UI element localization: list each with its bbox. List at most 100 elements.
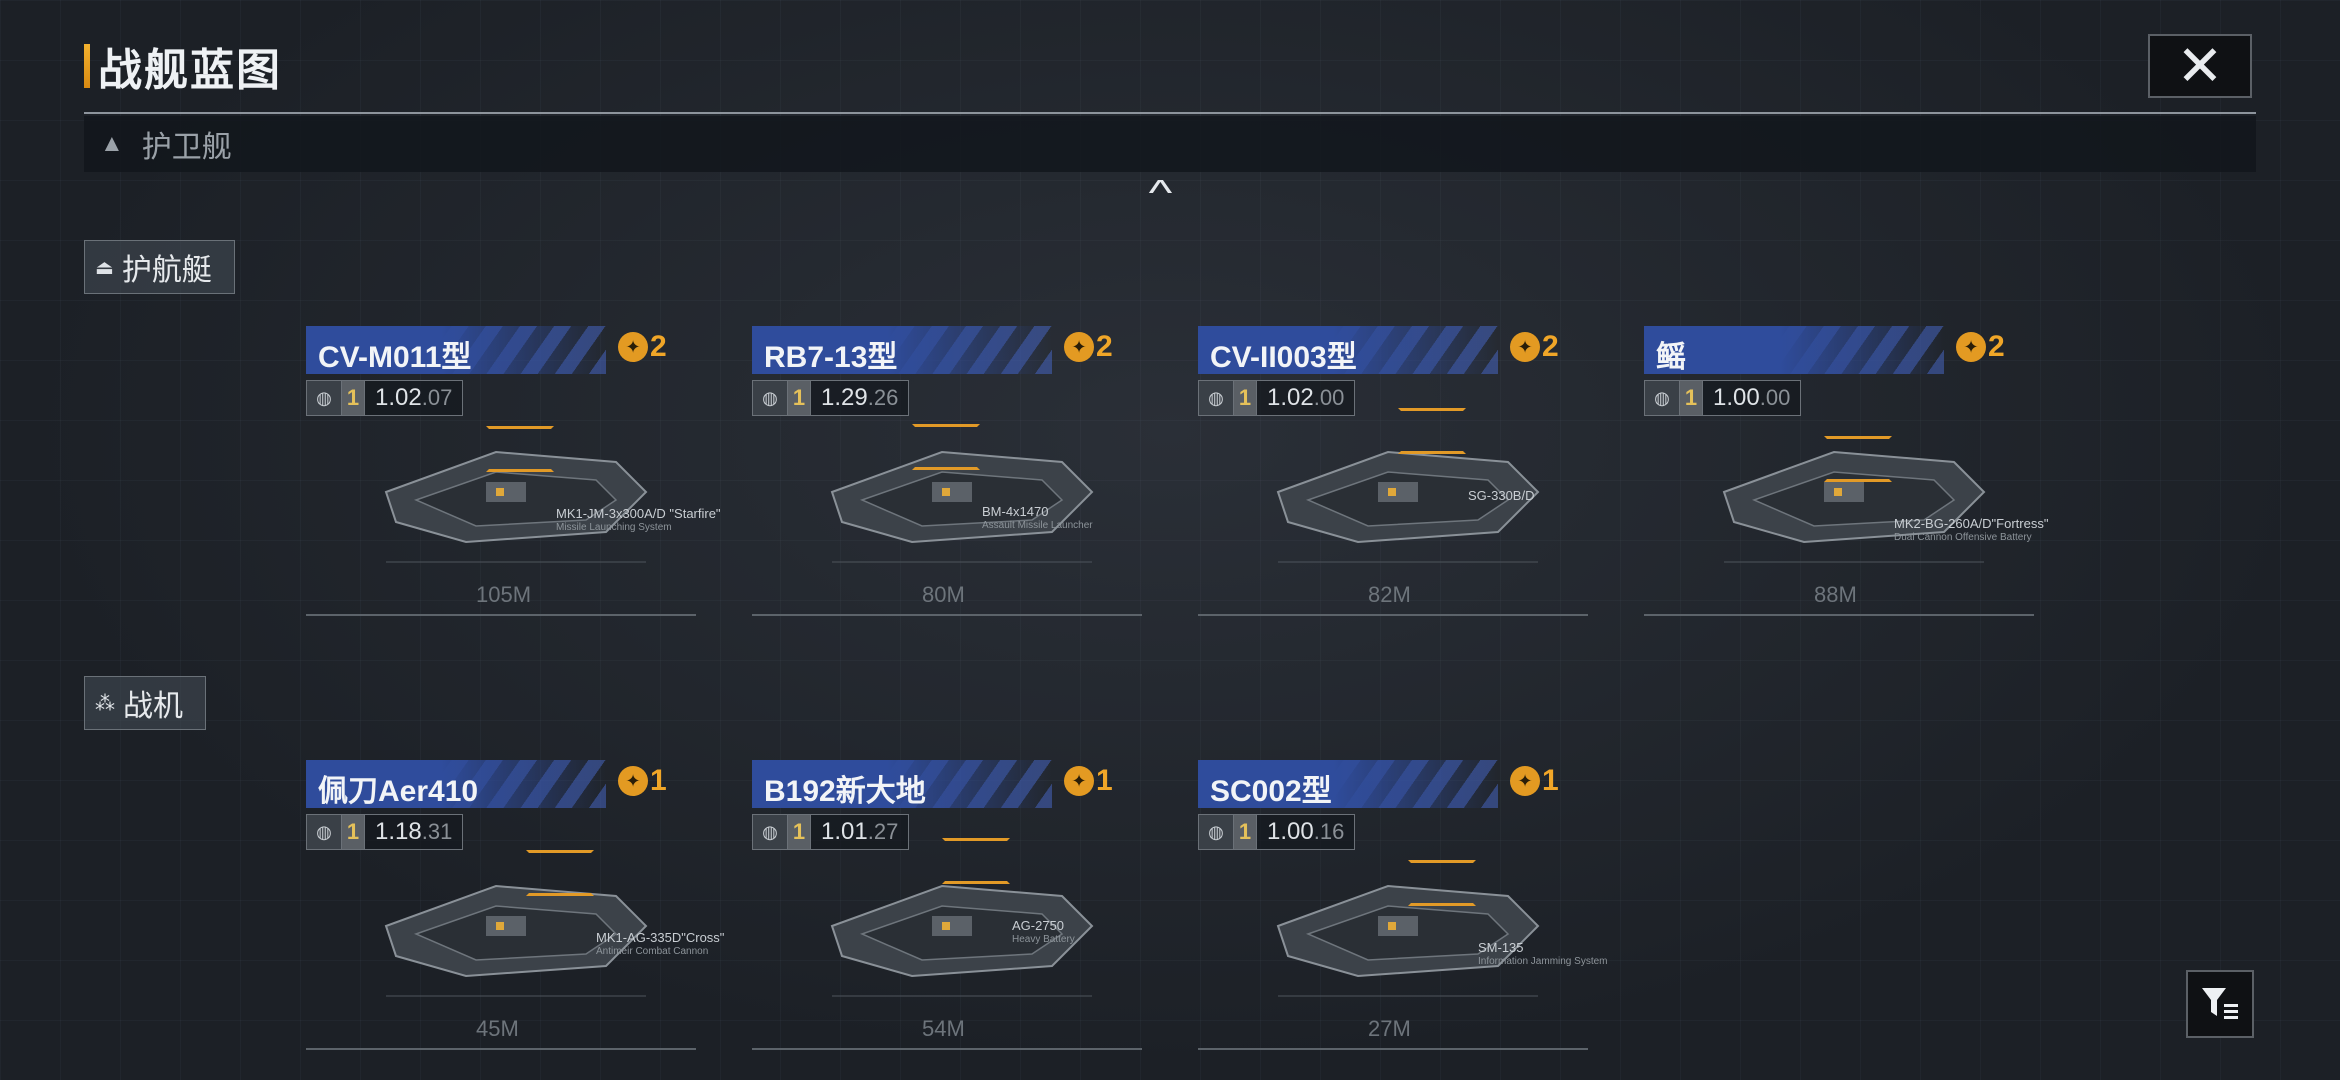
cost-main: 1.18 [375,818,422,845]
ship-stats: ◍ 1 1.00.16 [1198,814,1356,850]
section-tag-fighter: ⁂ 战机 [84,676,206,730]
tier-value: 1 [342,815,365,849]
tier-value: 1 [788,815,811,849]
ship-illustration [1276,450,1540,563]
weapon-label: AG-2750 [1012,918,1065,933]
ship-stats: ◍ 1 1.29.26 [752,380,910,416]
ship-card[interactable]: CV-M011型 ✦ 2 ◍ 1 1.02.07 MK1-JM-3x300A/D… [306,326,721,622]
ship-name: 佩刀Aer410 [318,775,479,808]
ship-stats: ◍ 1 1.02.00 [1198,380,1356,416]
rank-badge: ✦ 2 [618,330,667,364]
rank-icon: ✦ [1510,332,1540,362]
rank-value: 2 [1988,330,2005,363]
ship-illustration [830,884,1094,997]
rank-icon: ✦ [1956,332,1986,362]
page-title-group: 战舰蓝图 [84,40,282,95]
filter-button[interactable] [2186,970,2254,1038]
ship-illustration [1722,450,1986,563]
faction-icon: ◍ [1645,381,1680,415]
cost-value: 1.29.26 [811,381,908,415]
ship-card[interactable]: B192新大地 ✦ 1 ◍ 1 1.01.27 AG-2750 Heavy Ba… [752,760,1144,1056]
length-ruler: 54M [752,1016,1142,1050]
ship-name: B192新大地 [764,775,926,808]
ship-name: CV-M011型 [318,341,472,374]
length-ruler: 80M [752,582,1142,616]
ship-length: 27M [1368,1016,1411,1041]
faction-icon: ◍ [753,815,788,849]
weapon-label: BM-4x1470 [982,504,1049,519]
faction-icon: ◍ [753,381,788,415]
ship-illustration [384,450,648,563]
ship-stats: ◍ 1 1.02.07 [306,380,464,416]
rank-badge: ✦ 1 [1064,764,1113,798]
length-ruler: 88M [1644,582,2034,616]
header-divider [84,112,2256,114]
weapon-description: Antimeir Combat Cannon [596,946,709,957]
cost-value: 1.00.00 [1703,381,1800,415]
rank-icon: ✦ [1064,766,1094,796]
cost-main: 1.00 [1267,818,1314,845]
tier-value: 1 [788,381,811,415]
ship-name: CV-II003型 [1210,341,1357,374]
cost-value: 1.01.27 [811,815,908,849]
ship-card[interactable]: 鳐 ✦ 2 ◍ 1 1.00.00 MK2-BG-260A/D"Fortress… [1644,326,2048,622]
category-selector[interactable]: ▲ 护卫舰 [84,116,2256,172]
weapon-label: SG-330B/D [1468,488,1535,503]
card-header [1198,760,1498,808]
page-title: 战舰蓝图 [98,46,282,95]
ship-length: 54M [922,1016,965,1041]
cost-value: 1.02.00 [1257,381,1354,415]
weapon-description: Assault Missile Launcher [982,520,1093,531]
length-ruler: 27M [1198,1016,1588,1050]
weapon-description: Information Jamming System [1478,956,1608,967]
ship-name: SC002型 [1210,775,1332,808]
ship-name: RB7-13型 [764,341,898,374]
cost-main: 1.00 [1713,384,1760,411]
chevron-up-icon[interactable]: ^ [1148,172,1173,213]
rank-value: 1 [1542,764,1559,797]
title-accent-bar [84,44,90,88]
cost-main: 1.02 [375,384,422,411]
target-marker [526,850,594,896]
weapon-label: MK2-BG-260A/D"Fortress" [1894,516,2049,531]
fighter-icon: ⁂ [95,692,115,715]
cost-sub: .07 [421,385,453,410]
tier-value: 1 [342,381,365,415]
cost-sub: .27 [867,819,899,844]
cost-main: 1.29 [821,384,868,411]
weapon-label: MK1-AG-335D"Cross" [596,930,725,945]
card-header [752,326,1052,374]
ship-length: 82M [1368,582,1411,607]
rank-icon: ✦ [618,766,648,796]
cost-value: 1.18.31 [365,815,462,849]
ship-length: 45M [476,1016,519,1041]
tier-value: 1 [1680,381,1703,415]
target-marker [486,426,554,472]
escort-icon: ⏏ [95,256,114,279]
faction-icon: ◍ [307,815,342,849]
ship-card[interactable]: CV-II003型 ✦ 2 ◍ 1 1.02.00 SG-330B/D 82M [1198,326,1590,622]
rank-badge: ✦ 1 [618,764,667,798]
filter-icon [2202,988,2238,1019]
weapon-label: SM-135 [1478,940,1524,955]
rank-icon: ✦ [1064,332,1094,362]
ship-illustration [384,884,648,997]
length-ruler: 82M [1198,582,1588,616]
cost-main: 1.01 [821,818,868,845]
cost-sub: .31 [421,819,453,844]
tier-value: 1 [1234,381,1257,415]
ship-card[interactable]: 佩刀Aer410 ✦ 1 ◍ 1 1.18.31 MK1-AG-335D"Cro… [306,760,724,1056]
ship-card[interactable]: SC002型 ✦ 1 ◍ 1 1.00.16 SM-135 Informatio… [1198,760,1608,1056]
target-marker [912,424,980,470]
rank-icon: ✦ [1510,766,1540,796]
card-header [306,326,606,374]
card-header [1198,326,1498,374]
rank-value: 2 [1096,330,1113,363]
weapon-description: Heavy Battery [1012,934,1075,945]
rank-badge: ✦ 2 [1064,330,1113,364]
card-header [1644,326,1944,374]
ship-card[interactable]: RB7-13型 ✦ 2 ◍ 1 1.29.26 BM-4x1470 Assaul… [752,326,1144,622]
rank-icon: ✦ [618,332,648,362]
target-marker [942,838,1010,884]
close-button[interactable]: ✕ [2148,34,2252,98]
